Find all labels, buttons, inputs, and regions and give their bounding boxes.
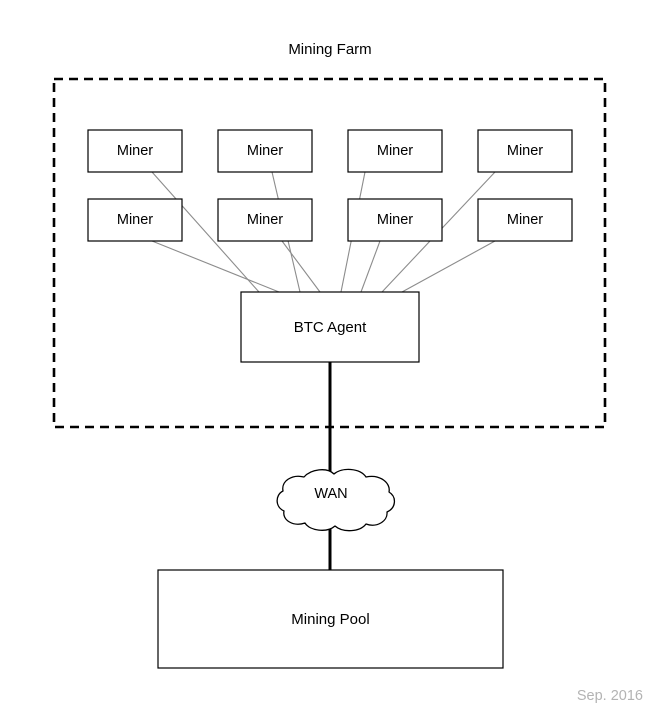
miner-node-r1c3[interactable]: Miner [376,143,414,159]
footer-date: Sep. 2016 [576,688,643,704]
miner-agent-connectors [151,171,496,293]
miner-node-r2c3[interactable]: Miner [376,212,414,228]
miner-node-r1c2[interactable]: Miner [246,143,284,159]
btc-agent-node[interactable]: BTC Agent [293,318,367,336]
edge-miner-r2c2-agent [281,240,321,293]
wan-cloud-node[interactable]: WAN [314,486,348,502]
miner-node-r2c1[interactable]: Miner [116,212,154,228]
miner-node-r2c2[interactable]: Miner [246,212,284,228]
mining-farm-title: Mining Farm [288,41,372,58]
miner-node-r1c1[interactable]: Miner [116,143,154,159]
miner-node-r2c4[interactable]: Miner [506,212,544,228]
edge-miner-r2c1-agent [151,240,280,293]
miner-node-r1c4[interactable]: Miner [506,143,544,159]
edge-miner-r2c3-agent [360,240,381,293]
edge-miner-r2c4-agent [401,240,496,293]
mining-pool-node[interactable]: Mining Pool [291,610,370,628]
